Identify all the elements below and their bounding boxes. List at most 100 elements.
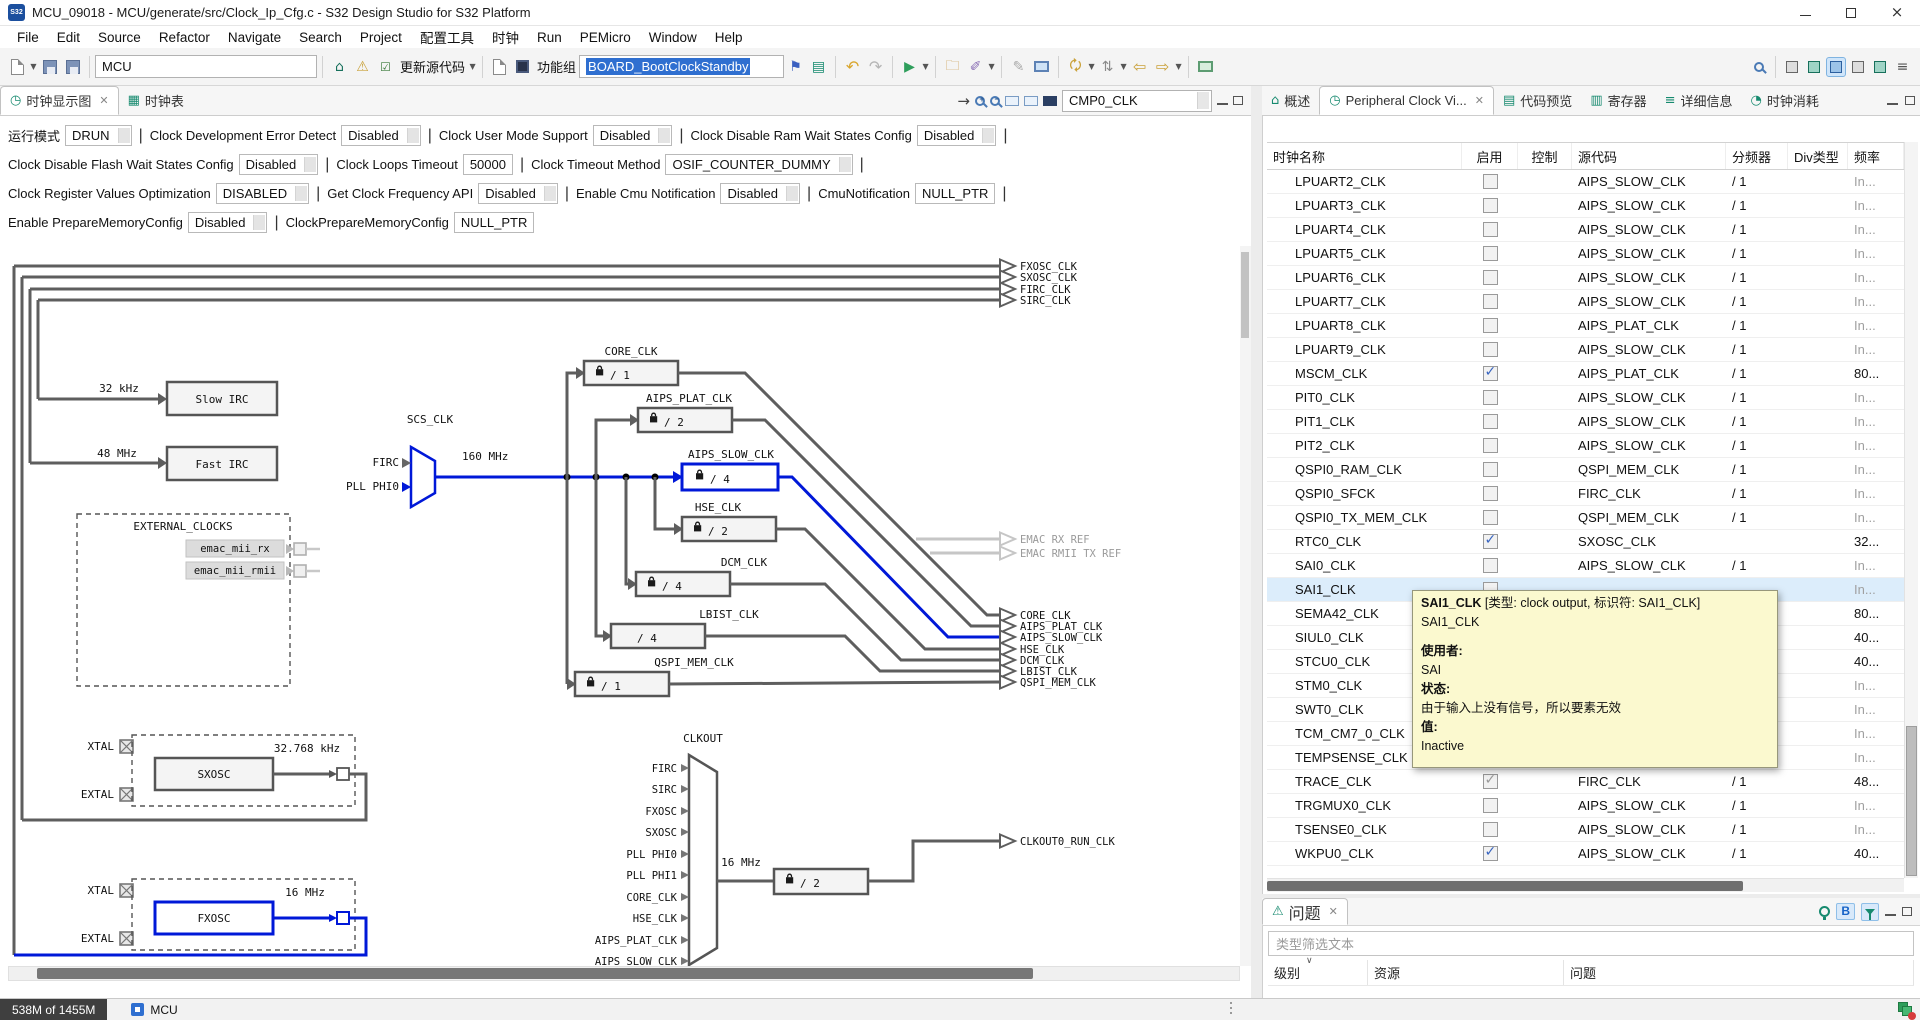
menu-item[interactable]: Help — [714, 29, 743, 45]
column-header[interactable]: 频率 — [1848, 143, 1904, 169]
close-icon[interactable]: ✕ — [1474, 94, 1484, 107]
close-icon[interactable]: ✕ — [99, 94, 109, 107]
problems-filter-input[interactable]: 类型筛选文本 — [1268, 931, 1914, 956]
enable-checkbox[interactable] — [1482, 846, 1498, 861]
column-header[interactable]: Div类型 — [1788, 143, 1848, 169]
tab-problems[interactable]: ⚠ 问题 ✕ — [1262, 898, 1348, 925]
enable-checkbox[interactable] — [1482, 318, 1498, 333]
enable-checkbox[interactable] — [1482, 390, 1498, 405]
clkout-mux[interactable] — [687, 752, 719, 968]
tab-overview[interactable]: ⌂ 概述 — [1262, 86, 1319, 115]
clock-diagram-canvas[interactable]: FXOSC_CLK SXOSC_CLK FIRC_CLK SIRC_CLK Sl… — [0, 246, 1251, 968]
run-icon[interactable]: ▶ — [904, 58, 915, 75]
setting-value[interactable]: Disabled — [592, 125, 673, 146]
fit-view-icon[interactable] — [1005, 95, 1019, 106]
c-file-icon[interactable] — [489, 56, 510, 77]
menu-item[interactable]: Navigate — [227, 29, 282, 45]
problems-column-header[interactable]: 问题 — [1564, 960, 1914, 985]
perspective-debug[interactable] — [1804, 57, 1824, 77]
column-header[interactable]: 控制 — [1518, 143, 1572, 169]
tab-clock-diagram[interactable]: ◷ 时钟显示图 ✕ — [0, 86, 119, 115]
menu-item[interactable]: Run — [536, 29, 562, 45]
table-hscrollbar[interactable] — [1267, 878, 1904, 892]
vertical-sash[interactable] — [1251, 86, 1262, 998]
lightbulb-icon[interactable] — [1819, 906, 1831, 920]
search-icon[interactable] — [1748, 56, 1769, 77]
column-header[interactable]: 启用 — [1462, 143, 1518, 169]
enable-checkbox[interactable] — [1482, 270, 1498, 285]
enable-checkbox[interactable] — [1482, 198, 1498, 213]
menu-item[interactable]: Refactor — [158, 29, 210, 45]
notification-tray-icon[interactable] — [1898, 1002, 1916, 1020]
setting-value[interactable]: NULL_PTR — [453, 212, 535, 233]
enable-checkbox[interactable] — [1482, 438, 1498, 453]
run-dropdown-icon[interactable]: ▼ — [922, 62, 929, 71]
pin-editor-icon[interactable] — [1195, 56, 1216, 77]
enable-checkbox[interactable] — [1482, 174, 1498, 189]
setting-value[interactable]: OSIF_COUNTER_DUMMY — [665, 154, 853, 175]
update-dropdown-icon[interactable]: ▼ — [469, 62, 476, 71]
column-header[interactable]: 时钟名称 — [1267, 143, 1462, 169]
tab-details[interactable]: ≡ 详细信息 — [1656, 86, 1742, 115]
diagram-hscrollbar[interactable] — [8, 966, 1240, 981]
pencil-icon[interactable]: ✎ — [1012, 58, 1025, 75]
setting-value[interactable]: DISABLED — [215, 183, 310, 204]
slow-irc-block[interactable] — [165, 380, 279, 417]
enable-checkbox[interactable] — [1482, 822, 1498, 837]
notes-icon[interactable]: ▤ — [811, 58, 826, 75]
menu-item[interactable]: Window — [648, 29, 697, 45]
zoom-out-icon[interactable]: − — [990, 94, 1000, 106]
full-view-icon[interactable] — [1024, 95, 1038, 106]
setting-value[interactable]: Disabled — [341, 125, 421, 146]
warning-icon[interactable]: ⚠ — [356, 58, 369, 75]
menu-item[interactable]: File — [17, 29, 39, 45]
brush-icon[interactable]: ✐ — [969, 58, 982, 75]
setting-value[interactable]: 50000 — [462, 154, 513, 175]
new-icon[interactable] — [7, 56, 28, 77]
menu-item[interactable]: PEMicro — [579, 29, 631, 45]
perspective-cpp[interactable] — [1848, 57, 1868, 77]
problems-column-header[interactable]: 资源 — [1368, 960, 1564, 985]
fxosc-block[interactable] — [153, 900, 275, 936]
tab-registers[interactable]: ▥ 寄存器 — [1581, 86, 1655, 115]
enable-checkbox[interactable] — [1482, 222, 1498, 237]
setting-value[interactable]: Disabled — [720, 183, 801, 204]
table-row[interactable]: RTC0_CLKSXOSC_CLK32... — [1267, 530, 1904, 554]
emac-mii-rmii-block[interactable] — [185, 561, 285, 580]
maximize-button[interactable] — [1828, 0, 1874, 26]
enable-checkbox[interactable] — [1482, 510, 1498, 525]
enable-checkbox[interactable] — [1482, 558, 1498, 573]
statusbar-drag-handle[interactable] — [1230, 1002, 1232, 1017]
forward-dropdown-icon[interactable]: ▼ — [1175, 62, 1182, 71]
tab-code-preview[interactable]: ▤ 代码预览 — [1494, 86, 1581, 115]
save-icon[interactable] — [39, 56, 60, 77]
b-filter-button[interactable]: B — [1836, 903, 1855, 920]
profile-dropdown-icon[interactable]: ▼ — [1120, 62, 1127, 71]
component-combo[interactable]: CMP0_CLK — [1062, 89, 1212, 112]
save-all-icon[interactable] — [62, 56, 83, 77]
back-icon[interactable]: ⇦ — [1132, 57, 1147, 76]
enable-checkbox[interactable] — [1482, 246, 1498, 261]
home-icon[interactable]: ⌂ — [335, 58, 344, 75]
function-group-combo[interactable]: BOARD_BootClockStandby — [579, 55, 785, 78]
diagram-vscrollbar[interactable] — [1240, 246, 1251, 966]
enable-checkbox[interactable] — [1482, 534, 1498, 549]
coverage-icon[interactable]: 🗘 — [1069, 57, 1082, 74]
setting-value[interactable]: DRUN — [65, 125, 132, 146]
tab-peripheral-clock-view[interactable]: ◷ Peripheral Clock Vi... ✕ — [1319, 86, 1494, 115]
horizontal-sash[interactable] — [1262, 894, 1920, 898]
maximize-view-icon[interactable] — [1233, 96, 1243, 105]
minimize-button[interactable] — [1782, 0, 1828, 26]
close-button[interactable]: × — [1890, 3, 1904, 21]
problems-column-header[interactable]: 级别∨ — [1268, 956, 1368, 985]
